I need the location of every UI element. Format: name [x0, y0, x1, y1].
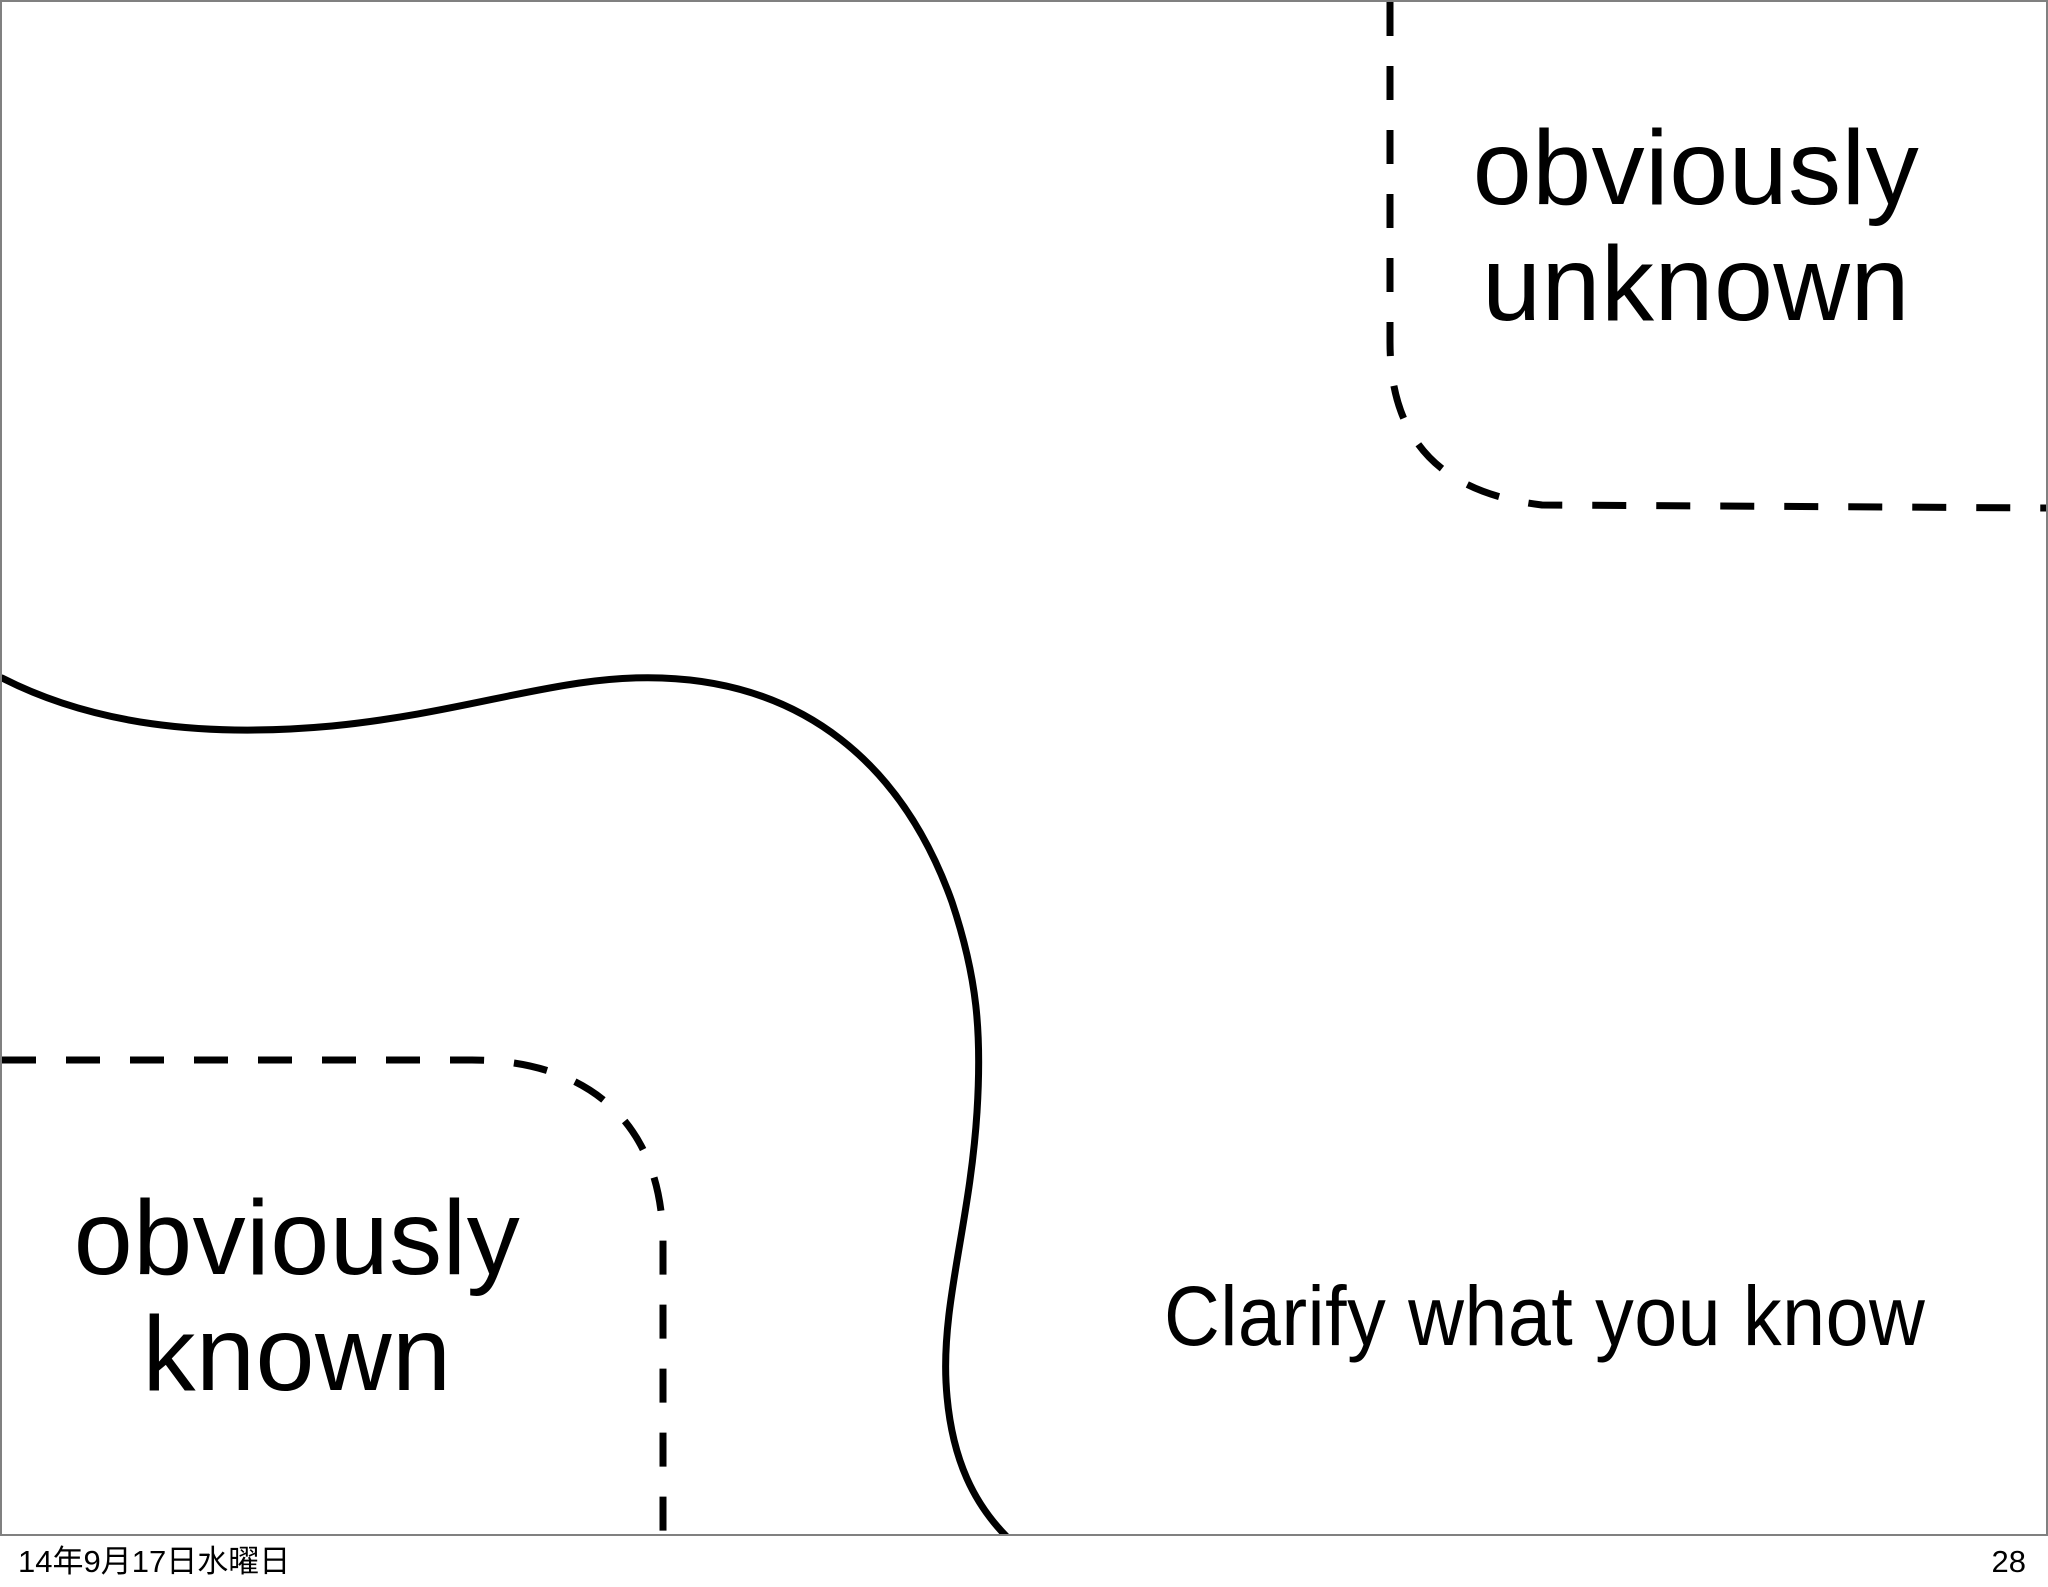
- slide-canvas: obviously unknown obviously known Clarif…: [0, 0, 2048, 1536]
- footer-page-number: 28: [1991, 1544, 2026, 1579]
- venn-diagram-graphic: [2, 2, 2046, 1534]
- label-obviously-known: obviously known: [73, 1179, 521, 1413]
- unknown-region-boundary-path: [1386, 2, 2046, 512]
- label-obviously-unknown: obviously unknown: [1472, 109, 1920, 343]
- known-region-boundary-path: [2, 674, 1010, 1534]
- footer-date: 14年9月17日水曜日: [18, 1544, 291, 1579]
- slide-footer: 14年9月17日水曜日 28: [0, 1536, 2048, 1587]
- known-core-boundary-path: [2, 1056, 667, 1534]
- label-clarify-what-you-know: Clarify what you know: [1164, 1269, 1926, 1363]
